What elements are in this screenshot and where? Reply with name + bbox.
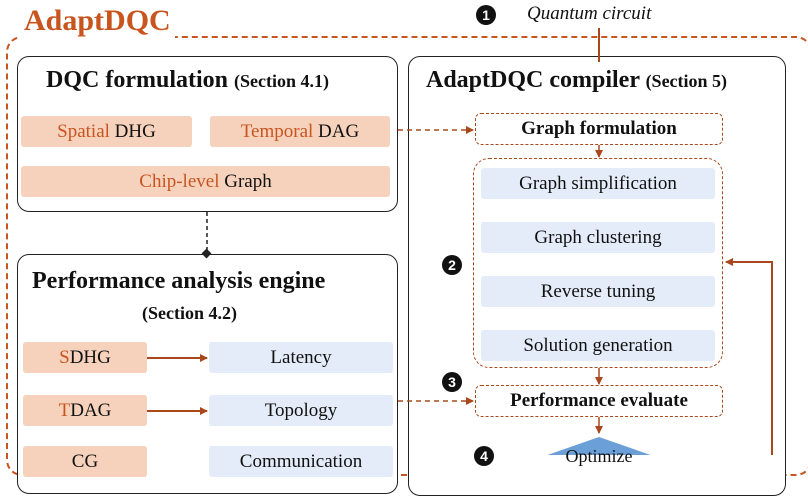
latency-metric: Latency	[209, 342, 393, 373]
panel-link-diamond	[201, 248, 212, 259]
tdag-prefix: T	[58, 400, 71, 421]
compiler-section: (Section 5)	[645, 71, 728, 91]
dqc-formulation-heading: DQC formulation	[46, 67, 228, 93]
temporal-suffix: DAG	[313, 121, 360, 142]
solution-generation-step: Solution generation	[481, 330, 715, 361]
optimize-decision-diamond	[547, 437, 651, 455]
compiler-title: AdaptDQC compiler (Section 5)	[426, 67, 727, 94]
performance-engine-section: (Section 4.2)	[142, 299, 237, 326]
topology-metric: Topology	[209, 395, 393, 426]
performance-evaluate-box: Performance evaluate	[475, 385, 723, 417]
temporal-dag-item: Temporal DAG	[210, 116, 390, 147]
reverse-tuning-step: Reverse tuning	[481, 276, 715, 307]
step-1-marker: 1	[476, 5, 496, 25]
connector-layer	[147, 28, 773, 455]
quantum-circuit-label: Quantum circuit	[527, 3, 652, 24]
adaptdqc-title: AdaptDQC	[20, 2, 175, 40]
graph-formulation-box: Graph formulation	[475, 113, 723, 145]
graph-clustering-step: Graph clustering	[481, 222, 715, 253]
spatial-prefix: Spatial	[57, 121, 110, 142]
tdag-suffix: DAG	[70, 400, 112, 421]
performance-engine-section-text: (Section 4.2)	[142, 303, 237, 323]
optimization-loop-container	[473, 158, 723, 368]
spatial-dhg-item: Spatial DHG	[21, 116, 192, 147]
optimize-decision-label: Optimize	[565, 446, 633, 466]
dqc-formulation-title: DQC formulation (Section 4.1)	[46, 67, 329, 94]
sdhg-item: SDHG	[23, 342, 147, 373]
chip-level-prefix: Chip-level	[139, 171, 220, 192]
compiler-heading: AdaptDQC compiler	[426, 67, 640, 93]
sdhg-prefix: S	[59, 347, 70, 368]
step-3-marker: 3	[442, 372, 462, 392]
performance-engine-title: Performance analysis engine	[32, 268, 326, 294]
feedback-loop-arrow	[725, 258, 773, 455]
tdag-item: TDAG	[23, 395, 147, 426]
dqc-formulation-section: (Section 4.1)	[234, 71, 329, 91]
spatial-suffix: DHG	[109, 121, 156, 142]
sdhg-suffix: DHG	[69, 347, 111, 368]
step-2-marker: 2	[442, 255, 462, 275]
graph-simplification-step: Graph simplification	[481, 168, 715, 199]
chip-level-graph-item: Chip-level Graph	[21, 166, 390, 197]
chip-level-suffix: Graph	[219, 171, 272, 192]
temporal-prefix: Temporal	[240, 121, 314, 142]
